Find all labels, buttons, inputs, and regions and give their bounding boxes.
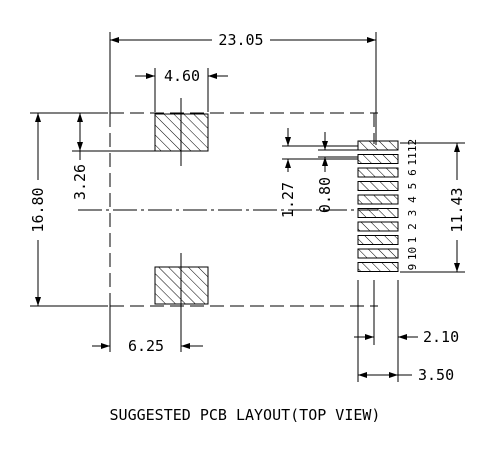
pin-pad: [357, 194, 399, 205]
pin-label: 5: [406, 183, 419, 190]
pin-pad: [357, 208, 399, 218]
dim-mount-pad-width-label: 4.60: [164, 67, 200, 85]
dim-mount-pad-width: 4.60: [135, 67, 228, 112]
mount-pad-top: [154, 98, 209, 166]
pin-label: 2: [406, 223, 419, 230]
pin-label: 9: [406, 264, 419, 271]
dim-mount-pad-offset-x-label: 6.25: [128, 337, 164, 355]
dim-overall-width: 23.05: [109, 31, 377, 145]
dim-pin-pad-length-label: 2.10: [423, 328, 459, 346]
pin-label: 12: [406, 139, 419, 152]
dim-overall-height: 16.80: [29, 112, 108, 307]
dim-mount-pad-offset-y-label: 3.26: [71, 164, 89, 200]
dim-pin-pitch-label: 1.27: [279, 182, 297, 218]
mount-pad-bottom: [154, 253, 209, 318]
pin-label: 1: [406, 237, 419, 244]
dim-pin-pitch: 1.27: [279, 128, 358, 218]
dim-overall-width-label: 23.05: [218, 31, 263, 49]
dim-mount-pad-offset-y: 3.26: [71, 113, 155, 200]
pin-pad: [357, 181, 399, 191]
pin-pad: [357, 248, 399, 259]
pin-pad: [357, 167, 399, 178]
pin-pad: [357, 221, 399, 232]
drawing-caption: SUGGESTED PCB LAYOUT(TOP VIEW): [110, 406, 381, 424]
dim-pin-pad-extent-label: 3.50: [418, 366, 454, 384]
pin-pads: [357, 140, 399, 272]
pin-pad: [357, 140, 399, 151]
pin-label: 10: [406, 247, 419, 260]
dim-pin-span-label: 11.43: [448, 187, 466, 232]
dim-mount-pad-offset-x: 6.25: [92, 306, 203, 355]
pin-label: 4: [406, 196, 419, 203]
pin-label: 3: [406, 210, 419, 217]
dim-pin-span: 11.43: [400, 142, 466, 273]
pin-label: 11: [406, 152, 419, 165]
dim-pin-pad-extent: 3.50: [357, 280, 454, 384]
pin-label: 6: [406, 169, 419, 176]
component-outline: [78, 112, 378, 307]
pin-pad: [357, 235, 399, 245]
dim-overall-height-label: 16.80: [29, 187, 47, 232]
dim-pin-pad-height: 0.80: [316, 132, 358, 213]
pin-pad: [357, 262, 399, 272]
dim-pin-pad-length: 2.10: [354, 280, 459, 346]
pin-pad: [357, 154, 399, 164]
dim-pin-pad-height-label: 0.80: [316, 177, 334, 213]
